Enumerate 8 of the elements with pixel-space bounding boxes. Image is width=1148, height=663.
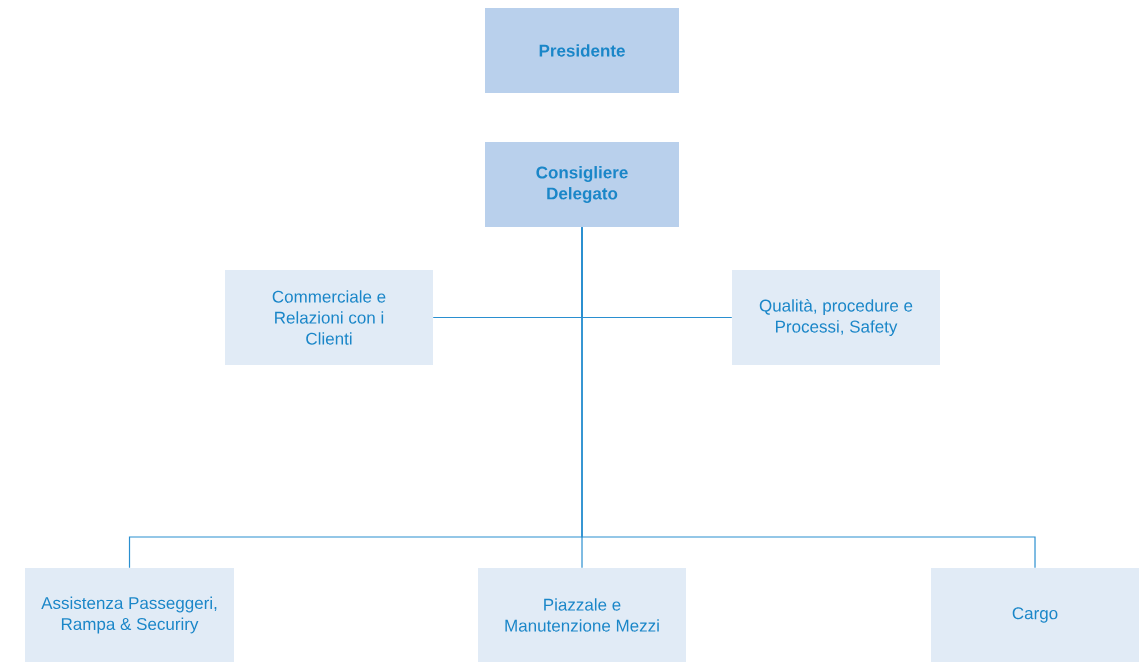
title-box: Consigliere Delegato [485, 142, 679, 227]
department-box: Commerciale e Relazioni con i Clienti [225, 270, 433, 365]
title-box: Presidente [485, 8, 679, 93]
department-box: Cargo [931, 568, 1139, 662]
department-box: Assistenza Passeggeri, Rampa & Securiry [25, 568, 234, 662]
department-box: Qualità, procedure e Processi, Safety [732, 270, 940, 365]
department-box: Piazzale e Manutenzione Mezzi [478, 568, 686, 662]
connector-line [581, 226, 1036, 569]
